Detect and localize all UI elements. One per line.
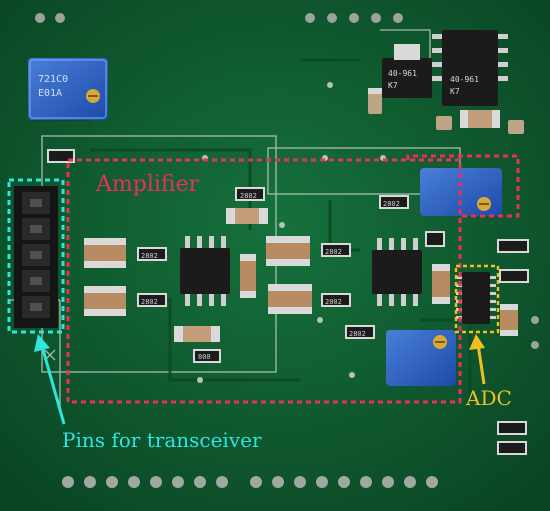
svg-text:2802: 2802 bbox=[349, 330, 366, 338]
right-passives bbox=[497, 239, 529, 455]
pin-header bbox=[14, 186, 58, 328]
adc-label: ADC bbox=[466, 386, 512, 410]
amplifier-label: Amplifier bbox=[96, 172, 200, 197]
svg-text:721C0: 721C0 bbox=[38, 74, 68, 85]
top-capacitors bbox=[368, 88, 524, 134]
svg-text:2802: 2802 bbox=[383, 200, 400, 208]
svg-text:800: 800 bbox=[198, 353, 211, 361]
svg-text:2802: 2802 bbox=[325, 248, 342, 256]
svg-text:40-961: 40-961 bbox=[450, 75, 479, 84]
adc-outline bbox=[454, 264, 500, 334]
amplifier-components: 2802 2802 2802 2802 2002 bbox=[47, 149, 450, 363]
svg-text:2002: 2002 bbox=[325, 298, 342, 306]
svg-text:E01A: E01A bbox=[38, 88, 62, 99]
svg-text:K7: K7 bbox=[388, 81, 398, 90]
svg-text:2802: 2802 bbox=[141, 252, 158, 260]
svg-text:2802: 2802 bbox=[240, 192, 257, 200]
svg-text:K7: K7 bbox=[450, 87, 460, 96]
amplifier-outline bbox=[66, 158, 462, 404]
svg-text:40-961: 40-961 bbox=[388, 69, 417, 78]
adc-arrow bbox=[469, 334, 486, 385]
svg-text:2802: 2802 bbox=[141, 298, 158, 306]
header-holes-top bbox=[35, 13, 403, 23]
regulators: 40-961 K7 40-961 K7 bbox=[382, 30, 508, 106]
pins-arrow bbox=[34, 334, 66, 425]
header-holes-bottom bbox=[62, 476, 438, 488]
right-holes bbox=[531, 316, 539, 349]
pins-outline bbox=[7, 178, 65, 334]
adc-chip bbox=[456, 272, 496, 324]
amplifier-outline-extension bbox=[406, 154, 520, 218]
potentiometer-top-left: 721C0 E01A bbox=[28, 58, 108, 120]
potentiometer-bottom bbox=[386, 330, 456, 386]
pins-label: Pins for transceiver bbox=[62, 428, 262, 452]
